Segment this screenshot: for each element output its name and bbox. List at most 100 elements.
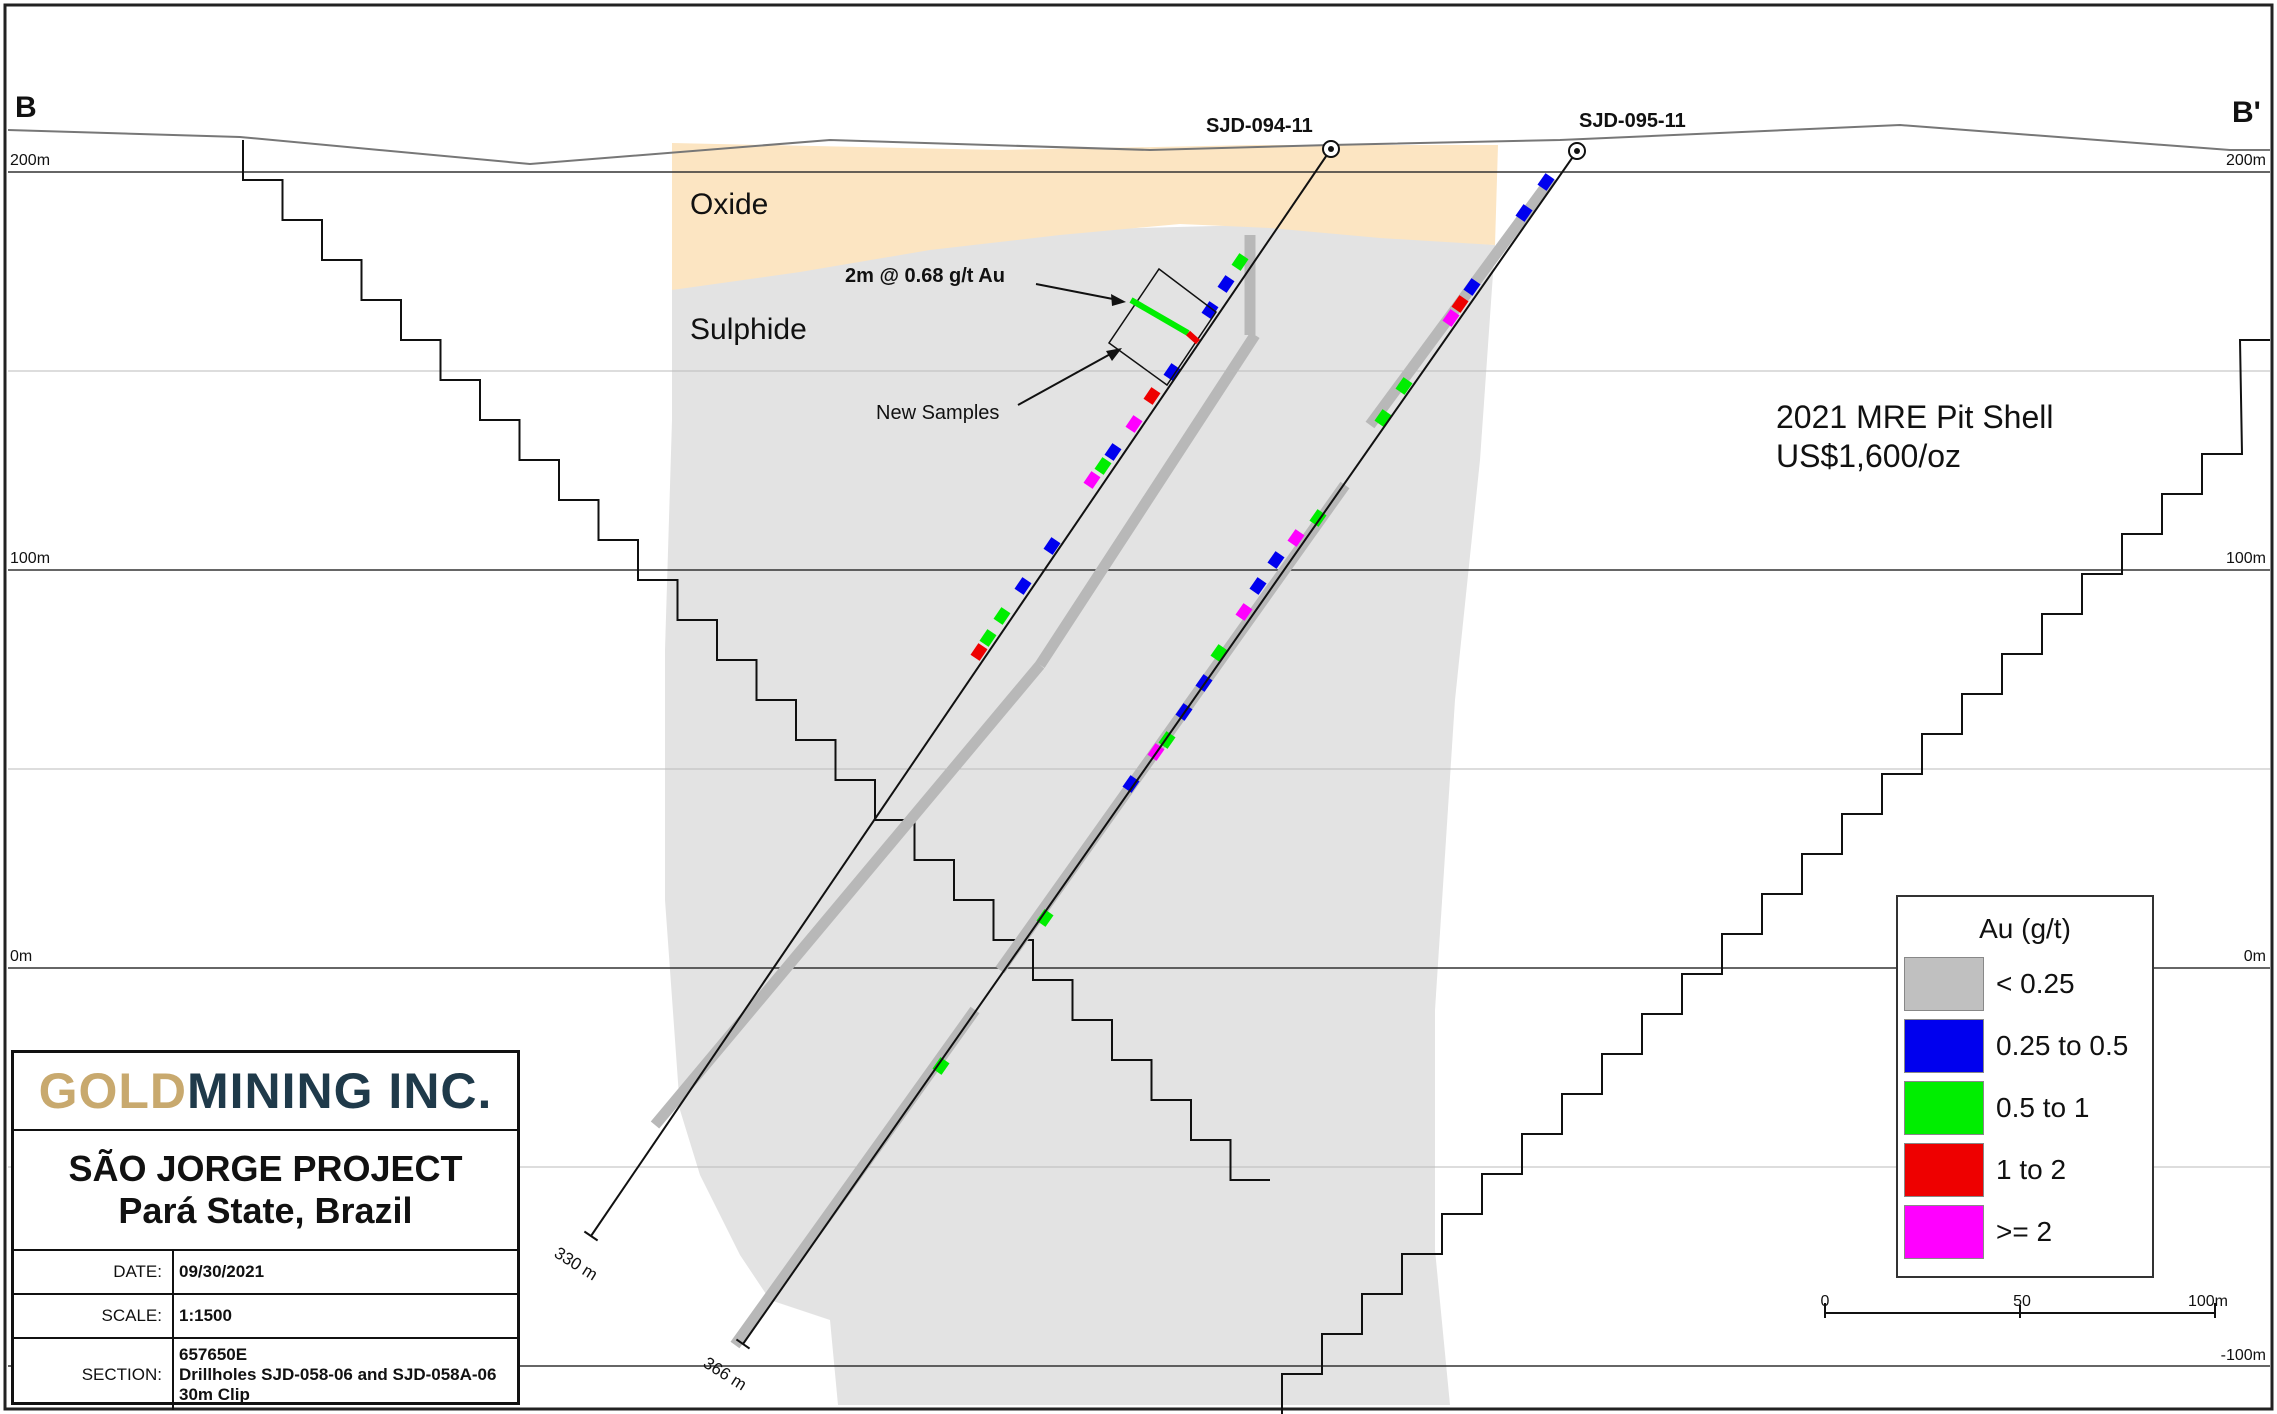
elev-label-minus100-right: -100m — [2221, 1347, 2266, 1364]
assay-interval-green — [1395, 377, 1413, 395]
elevation-gridlines — [8, 171, 2270, 1367]
assay-interval-green — [1036, 909, 1054, 927]
section-label-left: B — [15, 91, 37, 124]
hole-label-094: SJD-094-11 — [1206, 115, 1313, 137]
oxide-zone — [672, 143, 1498, 290]
scale-value: 1:1500 — [179, 1306, 232, 1325]
au-legend: Au (g/t) < 0.25 0.25 to 0.5 0.5 to 1 1 t… — [1896, 895, 2154, 1278]
elev-label-100-left: 100m — [10, 550, 50, 567]
assay-interval-blue — [1104, 443, 1122, 461]
legend-item: 1 to 2 — [1898, 1139, 2152, 1201]
date-value: 09/30/2021 — [179, 1262, 265, 1281]
drillholes — [583, 140, 1586, 1350]
sulphide-zone — [665, 225, 1495, 1405]
legend-title: Au (g/t) — [1979, 913, 2071, 944]
pit-shell-label-line1: 2021 MRE Pit Shell — [1776, 399, 2053, 435]
end-of-hole-tick — [735, 1338, 751, 1350]
project-name: SÃO JORGE PROJECT — [68, 1148, 463, 1189]
assay-interval-blue — [1163, 363, 1181, 381]
section-label: SECTION: — [14, 1339, 174, 1410]
elev-label-0-left: 0m — [10, 948, 32, 965]
assay-interval-blue — [1463, 278, 1481, 296]
core-sample-interval — [1035, 331, 1260, 669]
assay-interval-green — [1094, 457, 1112, 475]
assay-interval-magenta — [1442, 309, 1460, 327]
logo-gold-text: GOLD — [38, 1063, 187, 1119]
pit-shell-right — [1281, 339, 2270, 1414]
scale-tick-50: 50 — [2013, 1293, 2031, 1310]
assay-interval-red — [1143, 387, 1161, 405]
assay-interval-green — [932, 1057, 950, 1075]
assay-interval-magenta — [1125, 415, 1143, 433]
pit-shell-left — [242, 140, 1270, 1181]
legend-label: 1 to 2 — [1996, 1154, 2067, 1185]
new-samples-red-line — [1185, 330, 1201, 345]
elev-label-200-right: 200m — [2226, 152, 2266, 169]
frame — [3, 3, 2274, 1411]
date-row: DATE: 09/30/2021 — [14, 1251, 517, 1295]
legend-label: >= 2 — [1996, 1216, 2053, 1247]
assay-interval-blue — [1217, 275, 1235, 293]
legend-item: < 0.25 — [1898, 953, 2152, 1015]
new-samples-annotation: New Samples — [876, 402, 999, 424]
assay-interval-green — [993, 607, 1011, 625]
assay-interval-magenta — [1083, 471, 1101, 489]
sulphide-label: Sulphide — [690, 313, 807, 346]
assay-interval-green — [1374, 409, 1392, 427]
scale-bar — [1824, 1303, 2216, 1318]
new-samples-green-line — [1129, 297, 1190, 336]
assay-interval-blue — [1201, 301, 1219, 319]
legend-label: 0.25 to 0.5 — [1996, 1030, 2129, 1061]
assay-interval-blue — [1122, 775, 1140, 793]
logo-mining-text: MINING INC. — [187, 1063, 493, 1119]
assay-interval-blue — [1537, 173, 1555, 191]
scale-tick-100: 100m — [2188, 1293, 2228, 1310]
legend-item: 0.25 to 0.5 — [1898, 1015, 2152, 1077]
assay-interval-magenta — [1235, 603, 1253, 621]
oxide-label: Oxide — [690, 188, 768, 221]
assay-interval-red — [970, 643, 988, 661]
hole-label-095: SJD-095-11 — [1579, 110, 1686, 132]
legend-label: < 0.25 — [1996, 968, 2075, 999]
assay-interval-green — [1158, 731, 1176, 749]
assay-interval-green — [979, 629, 997, 647]
scale-tick-0: 0 — [1821, 1293, 1830, 1310]
section-line: 30m Clip — [179, 1384, 250, 1404]
assay-interval-magenta — [1287, 529, 1305, 547]
legend-item: 0.5 to 1 — [1898, 1077, 2152, 1139]
assay-interval-green — [1210, 644, 1228, 662]
hole-depth-095: 366 m — [700, 1353, 750, 1394]
collar-marker-dot — [1574, 148, 1580, 154]
section-line: Drillholes SJD-058-06 and SJD-058A-06 — [179, 1364, 497, 1384]
assay-interval-blue — [1043, 537, 1061, 555]
elevation-labels: 200m 100m 0m 200m 100m 0m -100m — [10, 152, 2266, 1364]
assay-interval-blue — [1267, 551, 1285, 569]
topography-line — [7, 123, 2270, 166]
legend-swatch — [1904, 1019, 1984, 1073]
legend-label: 0.5 to 1 — [1996, 1092, 2090, 1123]
assay-interval-blue — [1249, 577, 1267, 595]
project-name-block: SÃO JORGE PROJECT Pará State, Brazil — [14, 1131, 517, 1251]
section-value: 657650E Drillholes SJD-058-06 and SJD-05… — [174, 1339, 517, 1410]
new-samples-box — [1107, 267, 1218, 387]
intercept-annotation: 2m @ 0.68 g/t Au — [845, 265, 1005, 287]
elev-label-0-right: 0m — [2244, 948, 2266, 965]
legend-swatch — [1904, 1205, 1984, 1259]
intercept-arrow — [1035, 283, 1126, 306]
project-location: Pará State, Brazil — [118, 1190, 413, 1231]
drillhole-trace — [742, 150, 1578, 1345]
legend-swatch — [1904, 1081, 1984, 1135]
hole-depth-094: 330 m — [551, 1243, 601, 1284]
collar-marker-dot — [1328, 146, 1334, 152]
pit-shell-label-line2: US$1,600/oz — [1776, 438, 1961, 474]
elev-label-200-left: 200m — [10, 152, 50, 169]
legend-swatch — [1904, 1143, 1984, 1197]
end-of-hole-tick — [583, 1230, 599, 1242]
drillhole-trace — [590, 148, 1332, 1237]
assay-interval-green — [1309, 509, 1327, 527]
legend-item: >= 2 — [1898, 1201, 2152, 1263]
date-label: DATE: — [14, 1251, 174, 1293]
scale-row: SCALE: 1:1500 — [14, 1295, 517, 1339]
